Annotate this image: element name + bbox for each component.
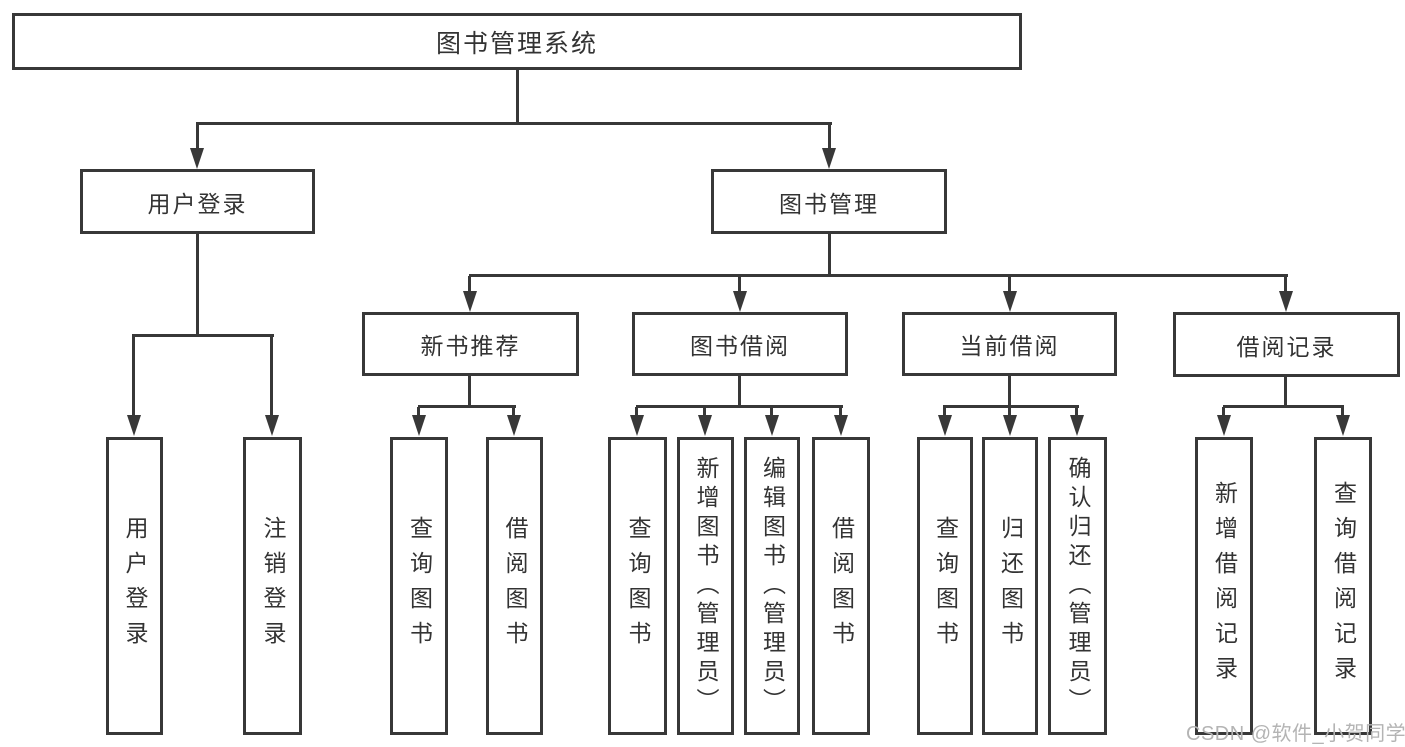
connector-stem-current-borrowing [1008, 276, 1011, 293]
leaf-query-books-recommend: 查询图书 [390, 437, 448, 735]
leaf-query-borrow-record-label: 查询借阅记录 [1330, 481, 1357, 691]
arrowhead-new-book [463, 291, 477, 312]
connector-stem-g4-2 [1008, 407, 1011, 417]
connector-user-login-stem [196, 234, 199, 336]
arrowhead-g3-4 [834, 415, 848, 436]
connector-level2-rail [469, 274, 1288, 277]
connector-stem-g2-1 [417, 407, 420, 417]
leaf-query-books-current-label: 查询图书 [932, 516, 959, 656]
connector-user-login-rail [132, 334, 274, 337]
arrowhead-g5-1 [1217, 415, 1231, 436]
connector-stem-g4-3 [1075, 407, 1078, 417]
arrowhead-g2-1 [412, 415, 426, 436]
leaf-borrow-books-borrowing: 借阅图书 [812, 437, 870, 735]
leaf-logout-label: 注销登录 [260, 516, 286, 656]
connector-stem-g2-2 [512, 407, 515, 417]
connector-stem-new-book [468, 276, 471, 293]
connector-current-borrowing-rail [943, 405, 1079, 408]
node-new-book-recommendation: 新书推荐 [362, 312, 579, 376]
leaf-user-login: 用户登录 [106, 437, 163, 735]
arrowhead-current-borrowing [1003, 291, 1017, 312]
leaf-query-borrow-record: 查询借阅记录 [1314, 437, 1372, 735]
connector-stem-g3-2 [703, 407, 706, 417]
node-book-management: 图书管理 [711, 169, 947, 234]
leaf-query-books-recommend-label: 查询图书 [406, 516, 433, 656]
connector-book-management-stem [828, 234, 831, 276]
connector-current-borrowing-stem [1008, 376, 1011, 407]
leaf-confirm-return-admin: 确认归还（管理员） [1048, 437, 1107, 735]
arrowhead-g4-1 [938, 415, 952, 436]
node-root-label: 图书管理系统 [435, 29, 598, 58]
arrowhead-g3-3 [765, 415, 779, 436]
connector-stem-book-borrowing [738, 276, 741, 293]
connector-stem-user-login [196, 124, 199, 150]
arrowhead-g3-2 [698, 415, 712, 436]
leaf-add-borrow-record-label: 新增借阅记录 [1211, 481, 1238, 691]
connector-stem-g3-4 [839, 407, 842, 417]
leaf-query-books-borrowing: 查询图书 [608, 437, 667, 735]
node-current-borrowing-label: 当前借阅 [959, 333, 1060, 359]
node-user-login: 用户登录 [80, 169, 315, 234]
leaf-return-books: 归还图书 [982, 437, 1038, 735]
connector-stem-borrowing-records [1284, 276, 1287, 293]
arrowhead-leaf-logout [265, 415, 279, 436]
arrowhead-leaf-user-login [127, 415, 141, 436]
leaf-confirm-return-admin-label: 确认归还（管理员） [1065, 455, 1091, 717]
connector-root-stem [516, 70, 519, 124]
leaf-user-login-label: 用户登录 [122, 516, 148, 656]
connector-book-borrowing-rail [636, 405, 843, 408]
leaf-borrow-books-borrowing-label: 借阅图书 [828, 516, 855, 656]
connector-new-book-stem [468, 376, 471, 407]
leaf-logout: 注销登录 [243, 437, 302, 735]
leaf-borrow-books-recommend-label: 借阅图书 [502, 516, 528, 656]
connector-stem-g5-2 [1341, 407, 1344, 417]
arrowhead-user-login [190, 148, 204, 169]
node-root-book-management-system: 图书管理系统 [12, 13, 1022, 70]
node-book-borrowing: 图书借阅 [632, 312, 848, 376]
leaf-query-books-current: 查询图书 [917, 437, 973, 735]
connector-stem-g4-1 [943, 407, 946, 417]
leaf-add-books-admin-label: 新增图书（管理员） [693, 455, 719, 717]
connector-stem-g3-3 [770, 407, 773, 417]
leaf-edit-books-admin-label: 编辑图书（管理员） [759, 455, 786, 717]
arrowhead-g4-2 [1003, 415, 1017, 436]
leaf-return-books-label: 归还图书 [997, 516, 1024, 656]
node-borrowing-records-label: 借阅记录 [1236, 333, 1337, 360]
arrowhead-g2-2 [507, 415, 521, 436]
arrowhead-g3-1 [630, 415, 644, 436]
connector-level1-rail [196, 122, 832, 125]
connector-borrowing-records-rail [1223, 405, 1344, 408]
leaf-add-books-admin: 新增图书（管理员） [677, 437, 734, 735]
leaf-query-books-borrowing-label: 查询图书 [625, 516, 651, 656]
connector-new-book-rail [418, 405, 516, 408]
connector-stem-book-management [828, 124, 831, 150]
arrowhead-g4-3 [1070, 415, 1084, 436]
node-new-book-recommendation-label: 新书推荐 [420, 333, 521, 359]
connector-book-borrowing-stem [738, 376, 741, 407]
csdn-watermark: CSDN @软件_小贺同学 [1186, 723, 1405, 745]
connector-stem-leaf-user-login [132, 336, 135, 416]
connector-stem-g5-1 [1222, 407, 1225, 417]
leaf-borrow-books-recommend: 借阅图书 [486, 437, 543, 735]
node-borrowing-records: 借阅记录 [1173, 312, 1400, 377]
arrowhead-g5-2 [1336, 415, 1350, 436]
node-book-borrowing-label: 图书借阅 [690, 333, 790, 359]
leaf-add-borrow-record: 新增借阅记录 [1195, 437, 1253, 735]
connector-stem-leaf-logout [270, 336, 273, 416]
arrowhead-book-management [822, 148, 836, 169]
connector-borrowing-records-stem [1284, 377, 1287, 407]
leaf-edit-books-admin: 编辑图书（管理员） [744, 437, 800, 735]
node-book-management-label: 图书管理 [779, 190, 879, 217]
arrowhead-borrowing-records [1279, 291, 1293, 312]
node-current-borrowing: 当前借阅 [902, 312, 1117, 376]
node-user-login-label: 用户登录 [147, 190, 248, 217]
connector-stem-g3-1 [635, 407, 638, 417]
arrowhead-book-borrowing [733, 291, 747, 312]
